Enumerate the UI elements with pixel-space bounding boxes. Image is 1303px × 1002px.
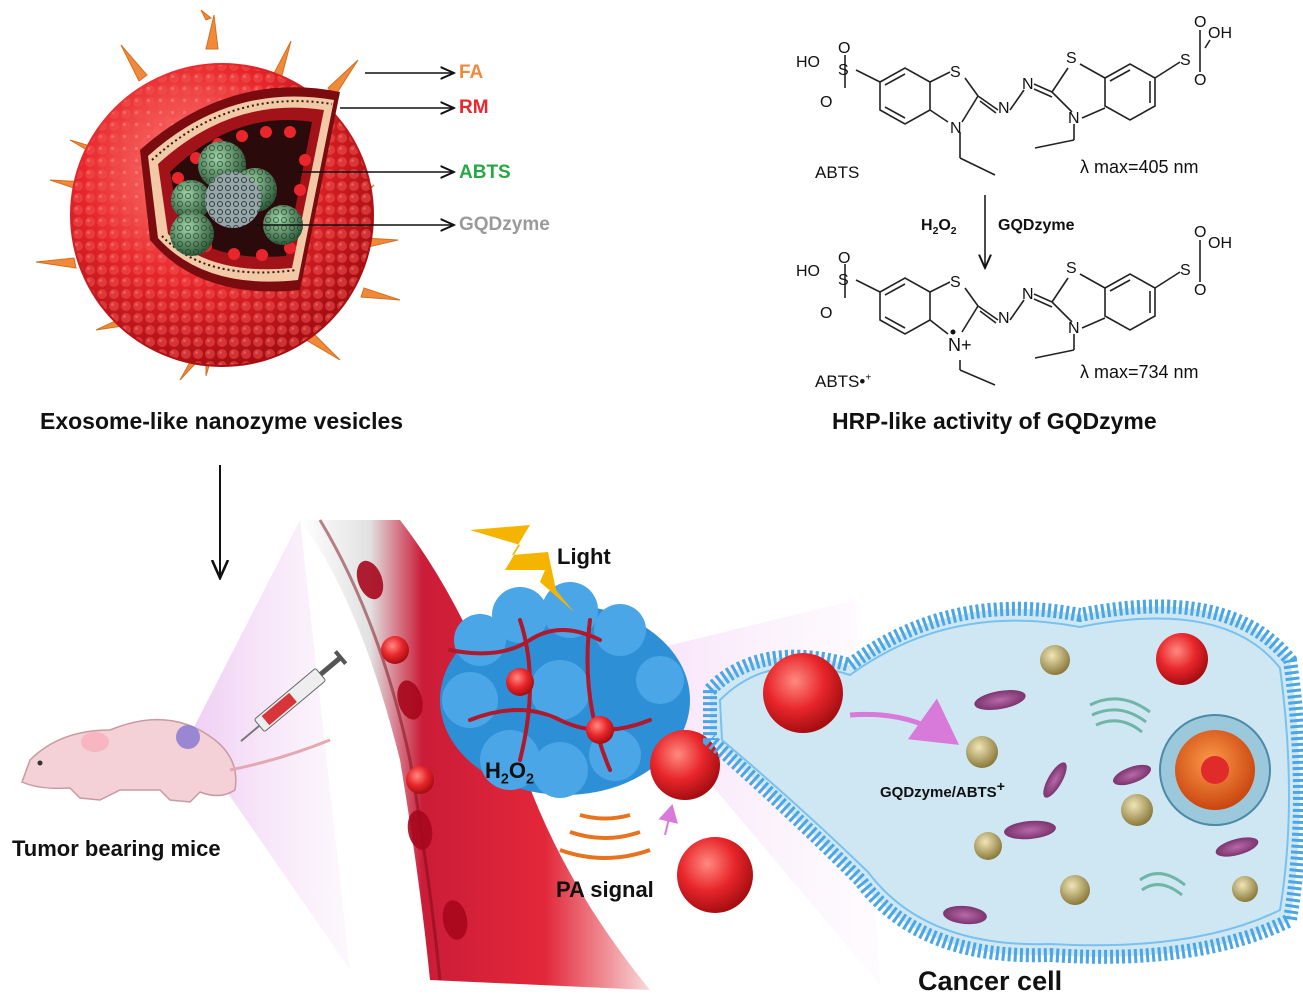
s-label-bot2: S	[950, 274, 961, 291]
product-label: GQDzyme/ABTS+	[880, 778, 1005, 801]
pa-signal-waves	[559, 813, 651, 860]
h2o2-o: O	[938, 217, 951, 234]
h2o2-sub1: 2	[932, 226, 939, 238]
n-label-top1: N	[950, 120, 962, 137]
scene-h2o2-o: O	[508, 758, 526, 783]
tumor-bearing-mouse	[21, 650, 348, 803]
gqdzyme-label: GQDzyme	[459, 214, 550, 235]
abts-radical-name: ABTS•+	[815, 372, 871, 392]
abts-radical-text: ABTS•	[815, 372, 866, 391]
o-label-bot2: O	[820, 305, 833, 322]
o-label-top1: O	[838, 40, 851, 57]
n-label-top3: N	[1022, 76, 1034, 93]
abts-radical-sup: +	[865, 372, 872, 384]
s-label-bot1: S	[838, 272, 849, 289]
vessel-vesicles	[381, 636, 434, 794]
hrp-caption: HRP-like activity of GQDzyme	[832, 408, 1157, 434]
scene-h2o2-sub1: 2	[500, 771, 509, 788]
ho-label-bottom: HO	[796, 263, 820, 280]
n-label-top2: N	[998, 100, 1010, 117]
scene-h2o2-sub2: 2	[525, 771, 534, 788]
lambda-405: λ max=405 nm	[1080, 157, 1199, 177]
cancer-cell	[703, 599, 1303, 964]
o-label-bot4: O	[1194, 282, 1207, 299]
tumor-h2o2-label: H2O2	[485, 758, 534, 787]
gqdzyme-particles	[170, 141, 303, 256]
radical-dot	[950, 329, 956, 335]
o-label-bot3: O	[1194, 224, 1207, 241]
abts-radical-structure	[844, 240, 1201, 386]
product-sup: +	[996, 778, 1005, 794]
h2o2-sub2: 2	[950, 226, 957, 238]
s-label-top2: S	[950, 64, 961, 81]
lightning-icon	[470, 525, 574, 612]
pa-signal-label: PA signal	[556, 877, 654, 902]
o-label-top3: O	[1194, 14, 1207, 31]
lambda-734: λ max=734 nm	[1080, 362, 1199, 382]
circulating-vesicle	[677, 837, 753, 913]
oh-label-top: OH	[1208, 25, 1232, 42]
s-label-bot3: S	[1066, 260, 1077, 277]
h2o2-h: H	[921, 217, 933, 234]
product-text: GQDzyme/ABTS	[880, 784, 997, 801]
o-label-bot1: O	[838, 250, 851, 267]
catalyst-label: GQDzyme	[998, 217, 1075, 234]
cancer-cell-caption: Cancer cell	[918, 966, 1063, 996]
vesicle-caption: Exosome-like nanozyme vesicles	[40, 408, 404, 434]
n-label-bot4: N	[1068, 320, 1080, 337]
n-label-top4: N	[1068, 110, 1080, 127]
abts-label: ABTS	[459, 162, 511, 183]
n-label-bot2: N	[998, 310, 1010, 327]
h2o2-reagent: H2O2	[921, 217, 957, 237]
n-plus-label: N+	[948, 335, 972, 355]
scene-h2o2-h: H	[485, 758, 501, 783]
tumor-vesicle	[650, 730, 720, 800]
rm-label: RM	[459, 97, 489, 118]
nanozyme-vesicle	[35, 9, 454, 381]
abts-structure	[844, 30, 1211, 176]
s-label-bot4: S	[1180, 262, 1191, 279]
ho-label-top: HO	[796, 54, 820, 71]
oh-label-bottom: OH	[1208, 235, 1232, 252]
s-label-top4: S	[1180, 52, 1191, 69]
s-label-top1: S	[838, 62, 849, 79]
abts-name: ABTS	[815, 163, 860, 182]
beam-left	[190, 520, 350, 970]
fa-label: FA	[459, 62, 484, 83]
o-label-top4: O	[1194, 72, 1207, 89]
mice-caption: Tumor bearing mice	[12, 836, 221, 861]
n-label-bot3: N	[1022, 286, 1034, 303]
light-label: Light	[557, 544, 611, 569]
s-label-top3: S	[1066, 50, 1077, 67]
o-label-top2: O	[820, 94, 833, 111]
vesicle-arrow	[658, 804, 678, 836]
